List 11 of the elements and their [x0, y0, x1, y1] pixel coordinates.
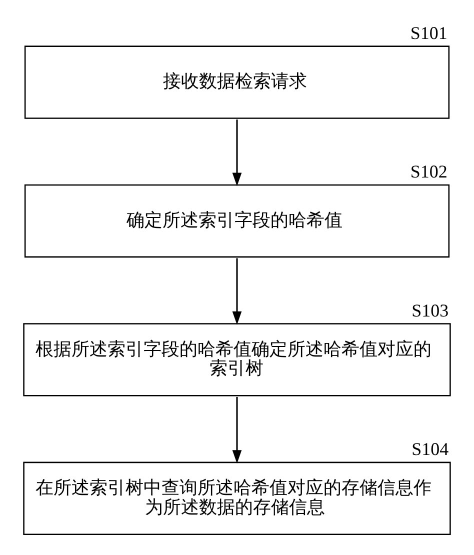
node-box: 根据所述索引字段的哈希值确定所述哈希值对应的索引树	[23, 323, 451, 396]
node-box: 确定所述索引字段的哈希值	[24, 184, 450, 258]
arrow	[232, 258, 242, 325]
node-label: S102	[410, 162, 448, 182]
node-label: S103	[412, 300, 449, 320]
node-box: 接收数据检索请求	[24, 46, 450, 119]
arrow	[232, 120, 242, 186]
node-label: S104	[412, 438, 449, 459]
node-box: 在所述索引树中查询所述哈希值对应的存储信息作为所述数据的存储信息	[23, 462, 451, 535]
arrow	[232, 396, 242, 464]
node-label: S101	[410, 22, 448, 43]
